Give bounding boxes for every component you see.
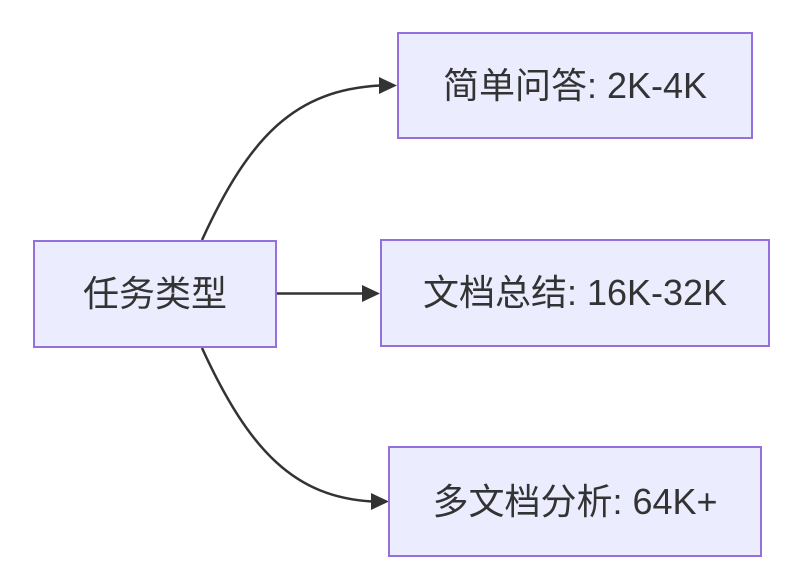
edge-root-to-simple-qa: [200, 77, 397, 241]
node-doc-summary: 文档总结: 16K-32K: [380, 239, 770, 347]
node-simple-qa-label: 简单问答: 2K-4K: [442, 64, 708, 106]
arrowhead-icon: [379, 77, 397, 94]
node-doc-summary-label: 文档总结: 16K-32K: [422, 272, 728, 314]
node-task-type-label: 任务类型: [82, 273, 227, 315]
arrowhead-icon: [371, 493, 389, 510]
edge-line: [200, 84, 381, 241]
arrowhead-icon: [362, 285, 380, 302]
node-multi-doc-label: 多文档分析: 64K+: [432, 480, 718, 522]
edge-line: [200, 347, 373, 503]
edge-root-to-doc-summary: [277, 285, 380, 302]
node-simple-qa: 简单问答: 2K-4K: [397, 32, 753, 139]
node-multi-doc: 多文档分析: 64K+: [388, 446, 762, 557]
node-task-type: 任务类型: [33, 240, 277, 348]
edge-root-to-multi-doc: [200, 347, 389, 510]
